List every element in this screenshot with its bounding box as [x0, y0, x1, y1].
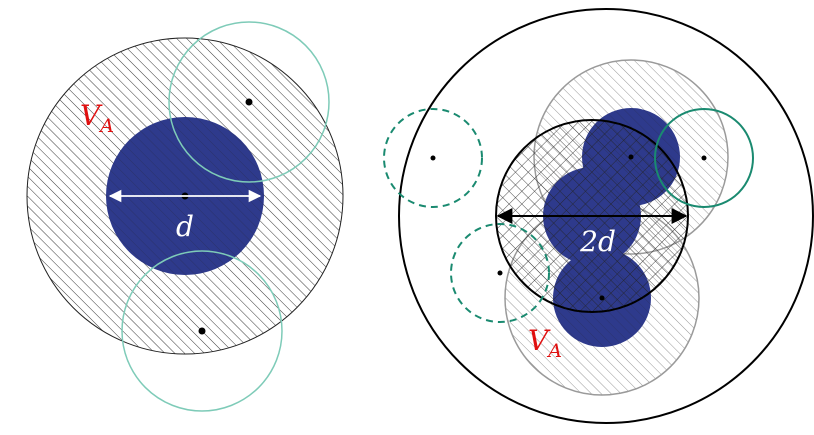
- right-teal-circle-dashed-left: [383, 108, 483, 208]
- right-diameter-label: 2d: [579, 225, 616, 258]
- left-panel: d VA: [26, 21, 344, 412]
- left-region-label: VA: [80, 99, 114, 137]
- right-region-label: VA: [528, 324, 562, 362]
- left-teal-circle-bottom: [121, 250, 283, 412]
- right-panel: 2d VA: [383, 8, 814, 424]
- left-bottom-dot: [198, 327, 206, 335]
- right-teal-circle-dashed-mid: [450, 223, 550, 323]
- right-dot-teal: [701, 155, 707, 161]
- left-diameter-label: d: [176, 210, 194, 243]
- left-teal-circle-top: [168, 21, 330, 183]
- right-dot-bottom: [599, 295, 605, 301]
- right-outer-boundary: [398, 8, 814, 424]
- right-dot-mid-left: [497, 270, 503, 276]
- right-teal-circle-solid: [654, 108, 754, 208]
- right-dot-top: [628, 154, 634, 160]
- right-dot-left: [430, 155, 436, 161]
- left-top-dot: [245, 98, 253, 106]
